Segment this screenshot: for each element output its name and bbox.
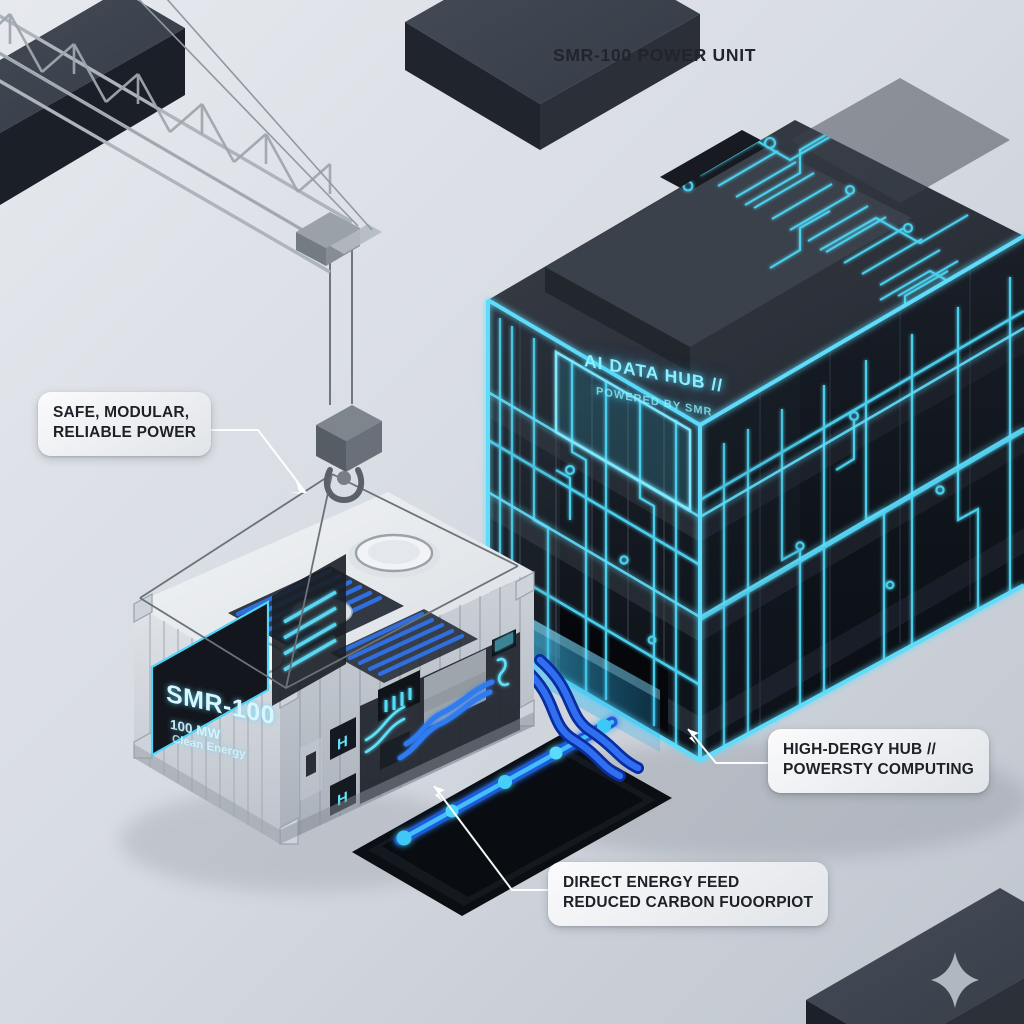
- ground-slab-top-left: [0, 0, 185, 205]
- sparkle-icon: [931, 952, 979, 1008]
- machinery-bay: H H: [300, 629, 520, 816]
- hook-block: [316, 405, 382, 504]
- svg-text:H: H: [337, 733, 348, 754]
- callout-direct-energy-feed: DIRECT ENERGY FEED REDUCED CARBON FUOORP…: [548, 862, 829, 926]
- callout-leaders: [196, 429, 768, 891]
- ai-data-hub-building: [486, 78, 1024, 763]
- callout-high-energy-hub: HIGH-DERGY HUB // POWERSTY COMPUTING: [768, 729, 990, 793]
- energy-beam: [516, 610, 660, 752]
- roof-vent-b: [348, 533, 440, 578]
- callout-arrowheads: [289, 482, 699, 801]
- ground-slab-bottom-right: [806, 888, 1024, 1024]
- building-right-facade: [700, 267, 1024, 760]
- control-panel: [378, 670, 420, 722]
- jib-lattice: [0, 13, 332, 247]
- hazard-marker-upper: H: [330, 717, 356, 760]
- tower-crane-jib: [0, 0, 382, 274]
- svg-text:H: H: [337, 789, 348, 810]
- power-cables: [518, 654, 644, 782]
- page-title: SMR-100 POWER UNIT: [553, 45, 757, 65]
- callout-safe-modular: SAFE, MODULAR, RELIABLE POWER: [38, 392, 212, 456]
- ai-data-hub-sign: [554, 349, 692, 513]
- power-cable-trench: [352, 716, 672, 916]
- ground-slab-top-center: [405, 0, 700, 150]
- hoist-ropes: [329, 246, 353, 405]
